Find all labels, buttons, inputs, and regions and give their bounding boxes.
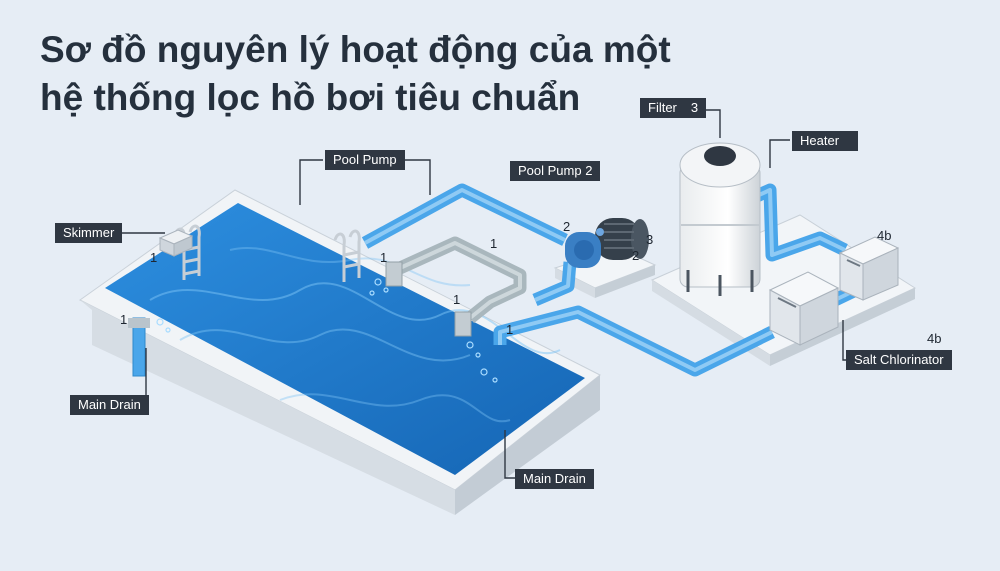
- tag-ladder: 1: [380, 250, 388, 265]
- tag-pump-side: 3: [646, 232, 654, 247]
- tag-return-mid: 1: [453, 292, 461, 307]
- title-line-2: hệ thống lọc hồ bơi tiêu chuẩn: [40, 77, 581, 118]
- heater-label: Heater: [792, 131, 858, 151]
- swimming-pool: [79, 189, 601, 515]
- skimmer-box: [158, 229, 194, 257]
- filter-label-number: 3: [690, 100, 699, 115]
- pump-to-filter-pipe: [532, 261, 577, 306]
- skimmer-label: Skimmer: [55, 223, 123, 243]
- page-title: Sơ đồ nguyên lý hoạt động của một hệ thố…: [40, 26, 671, 122]
- pool-pump: [565, 218, 649, 268]
- tag-return-low: 1: [506, 322, 514, 337]
- tag-pump-inlet: 2: [563, 219, 571, 234]
- water-bubbles: [156, 278, 498, 383]
- tag-drain-left: 1: [120, 312, 128, 327]
- tag-skimmer: 1: [150, 250, 158, 265]
- pool-pump-2-label: Pool Pump 2: [510, 161, 601, 181]
- title-line-1: Sơ đồ nguyên lý hoạt động của một: [40, 29, 671, 70]
- main-return-pipe: [493, 305, 775, 377]
- suction-pipe: [361, 183, 568, 249]
- salt-chlorinator-unit: [768, 271, 840, 346]
- filter-label-text: Filter: [648, 100, 677, 115]
- pool-pump-label: Pool Pump: [325, 150, 405, 170]
- main-drain-pipe: [128, 317, 150, 377]
- filter-tank: [679, 142, 761, 296]
- tag-pump-outlet: 2: [632, 248, 640, 263]
- tag-chlorinator-unit: 4b: [927, 331, 942, 346]
- tag-heater-unit: 4b: [877, 228, 892, 243]
- main-drain-left-label: Main Drain: [70, 395, 149, 415]
- heater-unit: [838, 236, 900, 301]
- main-drain-bottom-label: Main Drain: [515, 469, 594, 489]
- ladder-right: [333, 229, 361, 282]
- tag-return-top: 1: [490, 236, 498, 251]
- filter-label: Filter 3: [640, 98, 707, 118]
- salt-chlorinator-label: Salt Chlorinator: [846, 350, 952, 370]
- pool-water: [105, 203, 585, 475]
